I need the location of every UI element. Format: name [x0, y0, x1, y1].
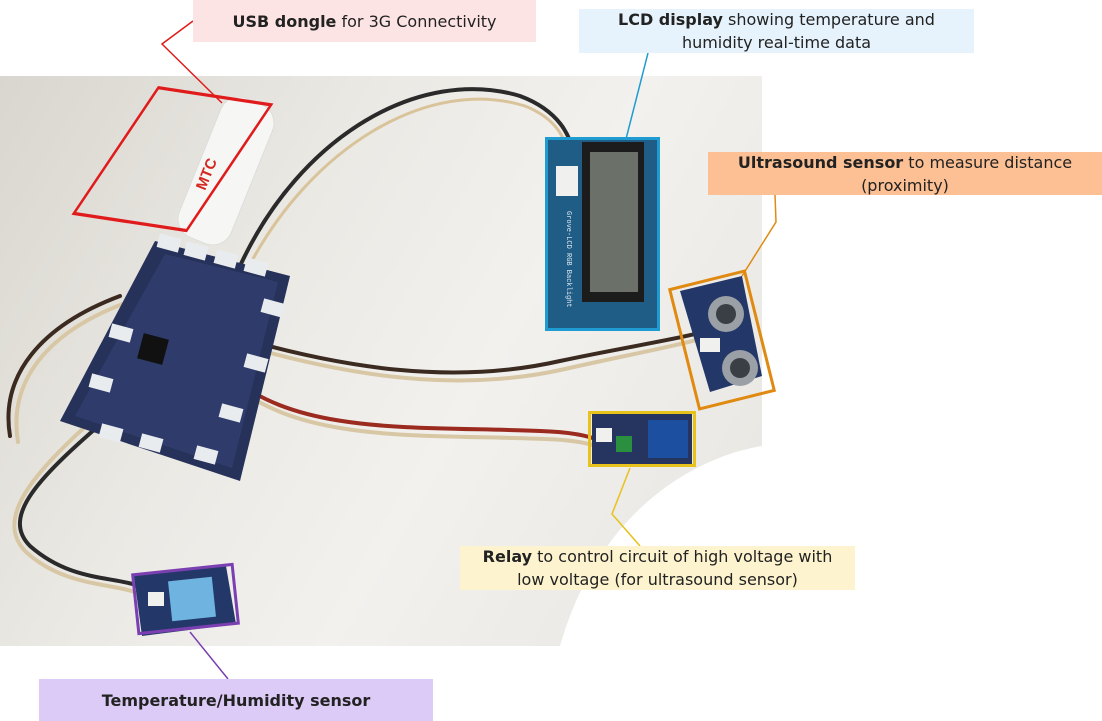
- hardware-photo: MTC Grove-LCD RGB Backlight: [0, 76, 762, 646]
- ultrasound-sensor-callout: Ultrasound sensor to measure distance (p…: [708, 152, 1102, 195]
- lcd-module: Grove-LCD RGB Backlight: [548, 140, 658, 328]
- lcd-display-desc: showing temperature and humidity real-ti…: [681, 10, 935, 52]
- temp-humidity-callout: Temperature/Humidity sensor: [39, 679, 433, 721]
- cables: [6, 87, 722, 596]
- relay-desc: to control circuit of high voltage with …: [517, 547, 833, 589]
- ultrasound-sensor-title: Ultrasound sensor: [737, 152, 904, 172]
- usb-dongle-callout: USB dongle for 3G Connectivity: [193, 0, 536, 42]
- main-board: [60, 233, 290, 481]
- temp-humidity-highlight: [131, 562, 240, 636]
- ultrasound-sensor-desc: to measure distance (proximity): [861, 152, 1073, 195]
- relay-module: [592, 414, 692, 464]
- relay-callout: Relay to control circuit of high voltage…: [460, 546, 855, 590]
- relay-highlight: [588, 411, 696, 467]
- lcd-display-callout: LCD display showing temperature and humi…: [579, 9, 974, 53]
- lcd-board-label: Grove-LCD RGB Backlight: [564, 211, 572, 308]
- photo-illustration: MTC Grove-LCD RGB Backlight: [6, 87, 762, 646]
- lcd-display-highlight: [545, 137, 660, 331]
- lcd-display-title: LCD display: [618, 10, 723, 29]
- temp-humidity-title: Temperature/Humidity sensor: [101, 690, 371, 710]
- temp-humidity-module: [134, 566, 236, 636]
- usb-dongle-desc: for 3G Connectivity: [336, 11, 497, 31]
- ultrasound-module: [680, 276, 762, 392]
- relay-title: Relay: [482, 547, 533, 566]
- usb-dongle-title: USB dongle: [232, 11, 337, 31]
